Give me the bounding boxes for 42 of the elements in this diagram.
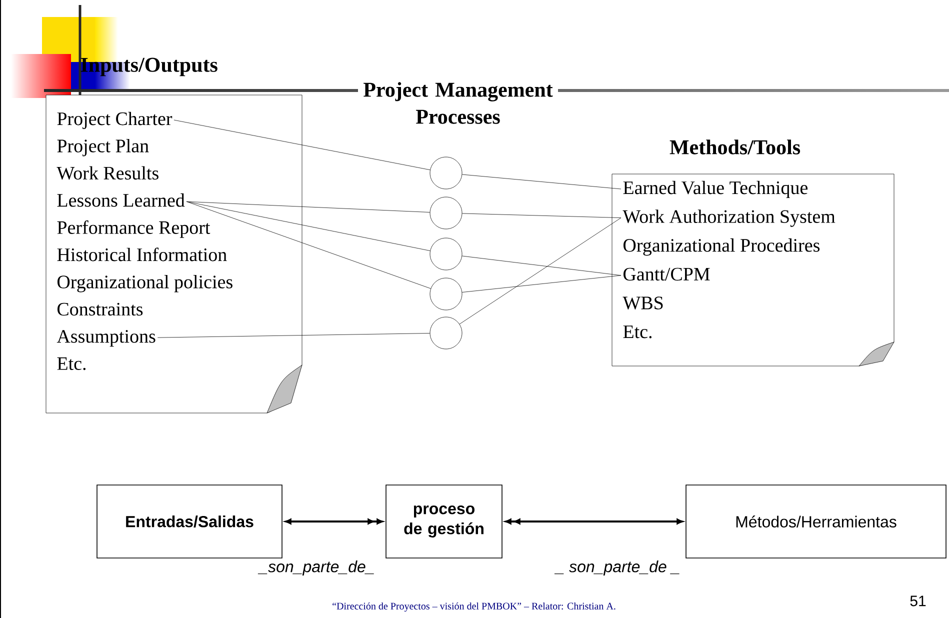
connector-line xyxy=(462,256,622,276)
list-item: Constraints xyxy=(57,302,143,316)
connector-line xyxy=(186,201,430,212)
connector-line xyxy=(462,174,622,190)
connector-line xyxy=(186,201,431,289)
footer-text: “Dirección de Proyectos – visión del PMBOK” – Relator: Christian A. xyxy=(332,602,616,612)
process-box: Entradas/Salidas xyxy=(96,484,282,558)
edge-label: _son_parte_de_ xyxy=(258,560,376,576)
process-circle xyxy=(430,316,462,350)
process-box: proceso de gestión xyxy=(386,484,502,558)
process-circle xyxy=(430,196,462,230)
list-item: Project Plan xyxy=(57,139,149,156)
list-item: Project Charter xyxy=(57,112,172,130)
connector-line xyxy=(157,333,430,338)
list-item: Gantt/CPM xyxy=(624,268,710,281)
page-number: 51 xyxy=(910,596,926,606)
list-item: Earned Value Technique xyxy=(623,180,808,198)
connector-line xyxy=(462,275,622,292)
list-item: Work Results xyxy=(56,166,158,180)
list-item: Organizational Procedires xyxy=(624,238,820,256)
arrow xyxy=(505,518,683,524)
list-item: Organizational policies xyxy=(57,275,232,292)
connector-line xyxy=(174,120,430,170)
node-label: Methods/Tools xyxy=(670,140,800,154)
process-circle xyxy=(430,156,462,190)
heading: Project Management Processes xyxy=(358,82,558,124)
connector-line xyxy=(459,218,622,324)
connector-line xyxy=(462,213,622,218)
list-item: Lessons Learned xyxy=(57,193,185,207)
arrow xyxy=(285,518,383,524)
list-item: Etc. xyxy=(623,326,652,338)
list-item: Performance Report xyxy=(57,220,210,238)
list-item: WBS xyxy=(622,296,663,310)
process-circle xyxy=(430,238,462,270)
list-item: Historical Information xyxy=(57,248,227,262)
list-item: Work Authorization System xyxy=(622,210,836,227)
connector-line xyxy=(186,201,430,251)
list-item: Assumptions xyxy=(56,330,156,347)
process-circle xyxy=(430,278,462,310)
list-item: Etc. xyxy=(57,357,86,370)
process-box: Métodos/Herramientas xyxy=(686,484,946,558)
edge-label: _ son_parte_de _ xyxy=(554,560,682,576)
